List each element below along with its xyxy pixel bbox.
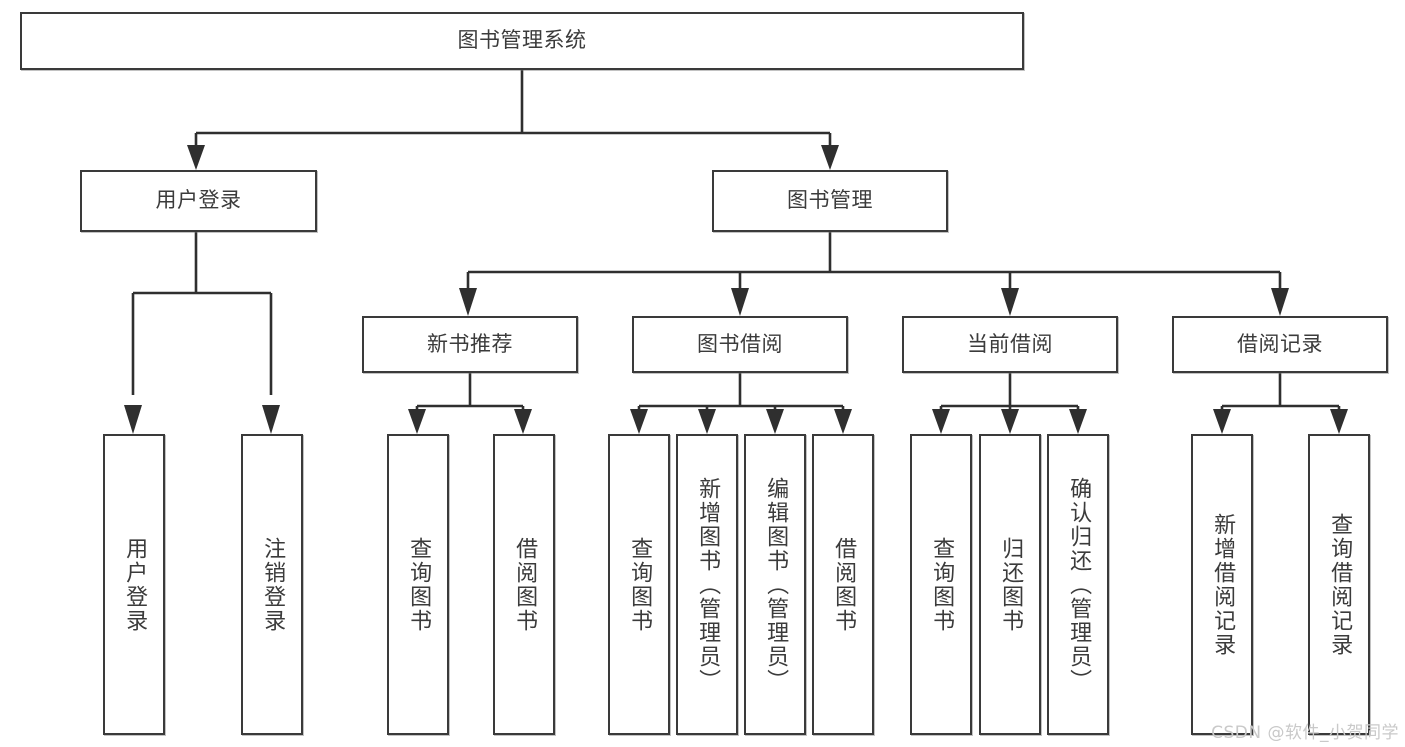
node-label: 用户登录 (155, 188, 242, 213)
node-label: 图书管理系统 (457, 28, 587, 53)
node-label: 借阅图书 (512, 536, 538, 633)
node-leaf-confirm-return-admin[interactable]: 确认归还（管理员） (1047, 434, 1109, 735)
node-book-management[interactable]: 图书管理 (712, 170, 948, 232)
node-borrow-record[interactable]: 借阅记录 (1172, 316, 1388, 373)
node-leaf-query-book-recommend[interactable]: 查询图书 (387, 434, 449, 735)
node-leaf-query-book-borrow[interactable]: 查询图书 (608, 434, 670, 735)
node-current-borrow[interactable]: 当前借阅 (902, 316, 1118, 373)
node-label: 归还图书 (998, 536, 1024, 633)
node-leaf-query-book-current[interactable]: 查询图书 (910, 434, 972, 735)
node-label: 当前借阅 (967, 331, 1053, 356)
node-book-borrow[interactable]: 图书借阅 (632, 316, 848, 373)
node-user-login[interactable]: 用户登录 (80, 170, 317, 232)
node-label: 查询借阅记录 (1327, 512, 1353, 657)
node-label: 查询图书 (627, 536, 653, 633)
node-label: 确认归还（管理员） (1066, 476, 1092, 693)
node-label: 注销登录 (260, 536, 286, 633)
node-label: 查询图书 (929, 536, 955, 633)
node-label: 图书借阅 (697, 331, 783, 356)
node-leaf-logout[interactable]: 注销登录 (241, 434, 303, 735)
node-label: 用户登录 (122, 536, 148, 633)
node-leaf-borrow-book-recommend[interactable]: 借阅图书 (493, 434, 555, 735)
node-leaf-add-borrow-record[interactable]: 新增借阅记录 (1191, 434, 1253, 735)
node-label: 新书推荐 (427, 331, 513, 356)
node-label: 编辑图书（管理员） (763, 476, 789, 693)
node-label: 查询图书 (406, 536, 432, 633)
node-label: 借阅记录 (1237, 331, 1323, 356)
node-leaf-return-book[interactable]: 归还图书 (979, 434, 1041, 735)
node-leaf-edit-book-admin[interactable]: 编辑图书（管理员） (744, 434, 806, 735)
node-leaf-add-book-admin[interactable]: 新增图书（管理员） (676, 434, 738, 735)
node-new-book-recommend[interactable]: 新书推荐 (362, 316, 578, 373)
node-label: 新增图书（管理员） (695, 476, 721, 693)
node-label: 借阅图书 (831, 536, 857, 633)
node-leaf-user-login[interactable]: 用户登录 (103, 434, 165, 735)
node-label: 图书管理 (787, 188, 873, 213)
node-leaf-query-borrow-record[interactable]: 查询借阅记录 (1308, 434, 1370, 735)
node-label: 新增借阅记录 (1210, 512, 1236, 657)
watermark-text: CSDN @软件_小贺同学 (1211, 723, 1399, 743)
node-root-book-management-system[interactable]: 图书管理系统 (20, 12, 1024, 70)
node-leaf-borrow-book[interactable]: 借阅图书 (812, 434, 874, 735)
